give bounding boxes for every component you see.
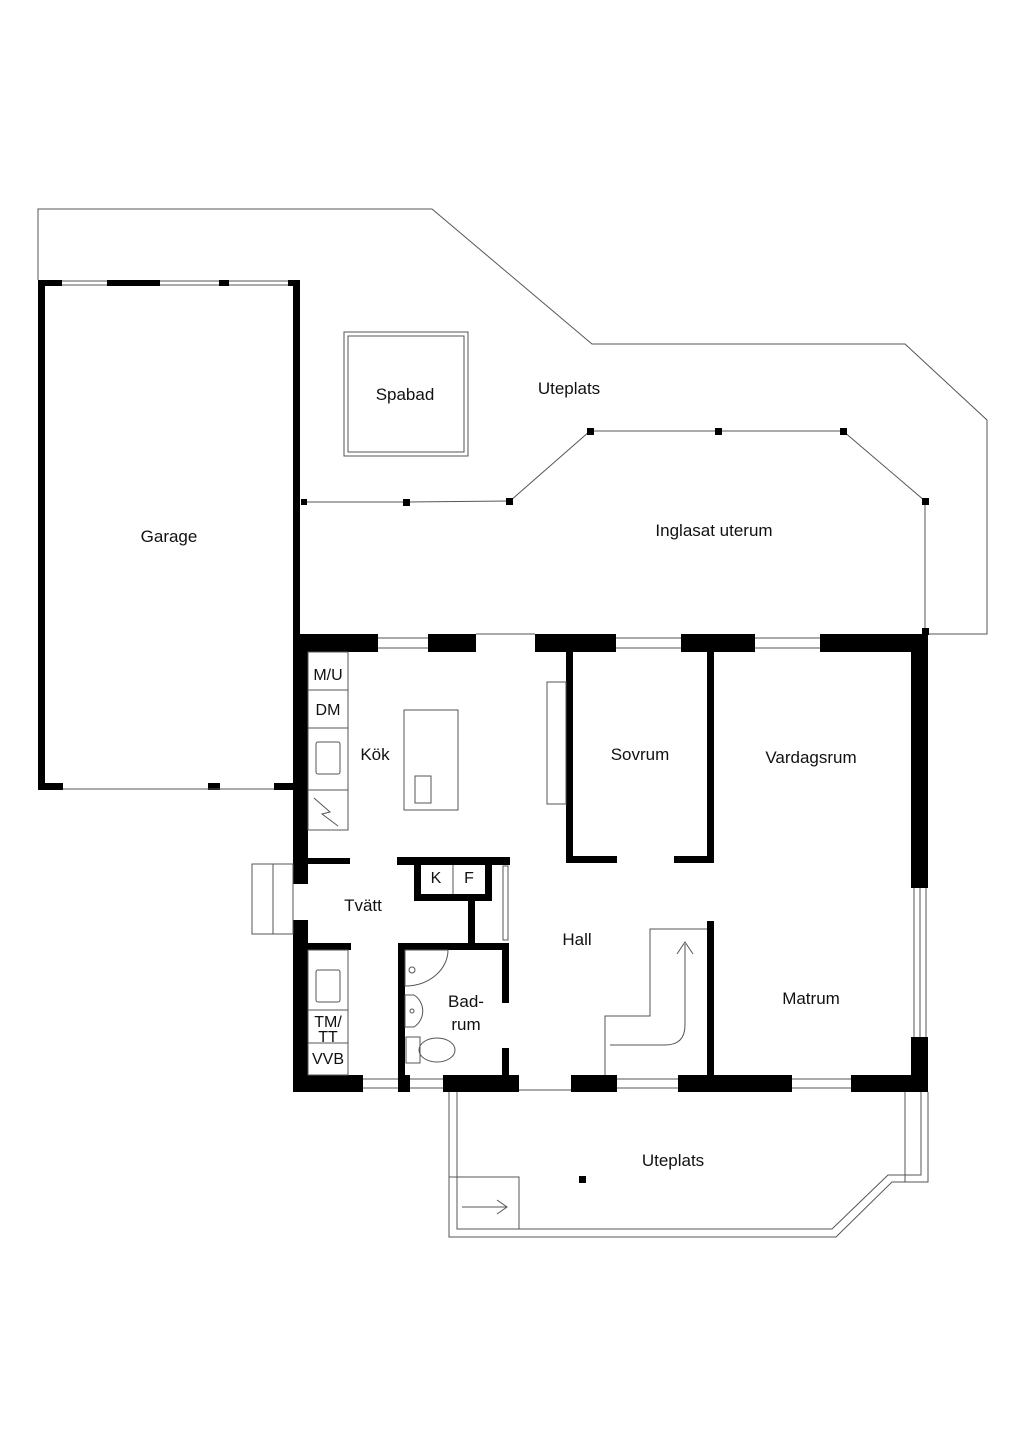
bathroom-wall-east	[502, 943, 509, 1003]
kitchen-counter	[307, 651, 349, 831]
south-steps	[449, 1176, 520, 1229]
kitchen-island	[403, 709, 459, 811]
house-wall-north	[535, 634, 616, 652]
room-label-badrum-2: rum	[451, 1015, 480, 1034]
house-wall-north	[293, 634, 378, 652]
glazed-post	[587, 428, 594, 435]
dining-wall-west	[707, 921, 714, 1081]
bedroom-wall-east	[707, 650, 714, 863]
house-wall-west	[293, 920, 308, 1090]
room-label-sovrum: Sovrum	[611, 745, 670, 764]
terrace-post	[579, 1176, 586, 1183]
house-wall-north	[428, 634, 476, 652]
room-label-badrum-1: Bad-	[448, 992, 484, 1011]
appliance-label-tmtt-2: TT	[318, 1029, 338, 1046]
shower-head-icon	[408, 966, 416, 974]
house-wall-south	[571, 1075, 617, 1092]
toilet-bowl-icon	[418, 1037, 456, 1063]
kitchen-sink-icon	[414, 775, 432, 804]
glazed-post	[301, 499, 307, 505]
bedroom-wall-south	[566, 856, 617, 863]
room-label-vardagsrum: Vardagsrum	[765, 748, 856, 767]
room-label-uteplats-north: Uteplats	[538, 379, 600, 398]
room-label-inglasat-uterum: Inglasat uterum	[655, 521, 772, 540]
south-terrace-outline	[448, 1090, 929, 1238]
sink-icon	[404, 994, 424, 1028]
house-wall-south	[293, 1075, 363, 1092]
house-wall-west	[293, 634, 308, 884]
south-steps-arrowhead	[496, 1199, 508, 1215]
bathroom-wall-west	[398, 943, 405, 1083]
spabad-outer	[343, 331, 469, 457]
room-label-tvatt: Tvätt	[344, 896, 382, 915]
garage-wall-south	[208, 783, 220, 790]
garage-wall-north	[107, 280, 160, 286]
spabad-inner	[347, 335, 465, 453]
fridge-wall	[414, 857, 421, 900]
laundry-wall	[308, 943, 351, 950]
glazed-post	[715, 428, 722, 435]
garage-wall-north	[38, 280, 62, 286]
appliance-label-vvb: VVB	[312, 1051, 344, 1068]
house-wall-south	[678, 1075, 792, 1092]
appliance-label-tmtt-1: TM/	[314, 1014, 342, 1031]
glazed-post	[922, 498, 929, 505]
garage-wall-west	[38, 280, 45, 790]
shower-icon	[404, 949, 449, 987]
garage-wall-north	[219, 280, 229, 286]
toilet-tank-icon	[405, 1036, 421, 1064]
fridge-wall	[397, 857, 510, 865]
south-terrace-inner	[456, 1092, 922, 1230]
stairs-path	[610, 944, 686, 1046]
room-label-uteplats-south: Uteplats	[642, 1151, 704, 1170]
bedroom-closet	[546, 681, 567, 805]
stairs-arrowhead	[676, 941, 694, 955]
kitchen-wall-south	[308, 858, 350, 864]
bathroom-wall-east	[502, 1048, 509, 1078]
stairs-outline	[604, 928, 707, 1075]
garage-wall-east	[293, 280, 300, 790]
washbasin-icon	[315, 969, 341, 1003]
house-wall-north	[681, 634, 755, 652]
fridge-wall	[414, 894, 492, 901]
appliance-label-mu: M/U	[313, 667, 342, 684]
fridge-wall	[485, 857, 492, 900]
sink-drain-icon	[409, 1008, 415, 1014]
bedroom-wall-south	[674, 856, 714, 863]
bathroom-wall-north	[398, 943, 509, 950]
glazed-post	[922, 628, 929, 635]
bedroom-wall-west	[566, 650, 573, 863]
north-terrace-outline	[37, 208, 988, 635]
house-wall-south	[851, 1075, 928, 1092]
laundry-counter	[307, 949, 349, 1076]
appliance-label-f: F	[464, 870, 474, 887]
room-label-matrum: Matrum	[782, 989, 840, 1008]
room-label-hall: Hall	[562, 930, 591, 949]
house-wall-south	[443, 1075, 519, 1092]
kitchen-cabinet-icon	[313, 797, 339, 827]
room-label-spabad: Spabad	[376, 385, 435, 404]
fridge-wall	[468, 894, 475, 946]
glazed-room-outline	[303, 430, 926, 632]
appliance-label-k: K	[431, 870, 442, 887]
stove-icon	[315, 741, 341, 775]
garage-wall-south	[274, 783, 300, 790]
glazed-post	[840, 428, 847, 435]
room-label-kok: Kök	[360, 745, 390, 764]
glazed-post	[403, 499, 410, 506]
glazed-post	[506, 498, 513, 505]
room-label-garage: Garage	[141, 527, 198, 546]
appliance-label-dm: DM	[316, 702, 341, 719]
house-wall-east	[911, 634, 928, 888]
house-wall-north	[820, 634, 928, 652]
hall-door	[502, 865, 509, 941]
garage-wall-south	[38, 783, 63, 790]
